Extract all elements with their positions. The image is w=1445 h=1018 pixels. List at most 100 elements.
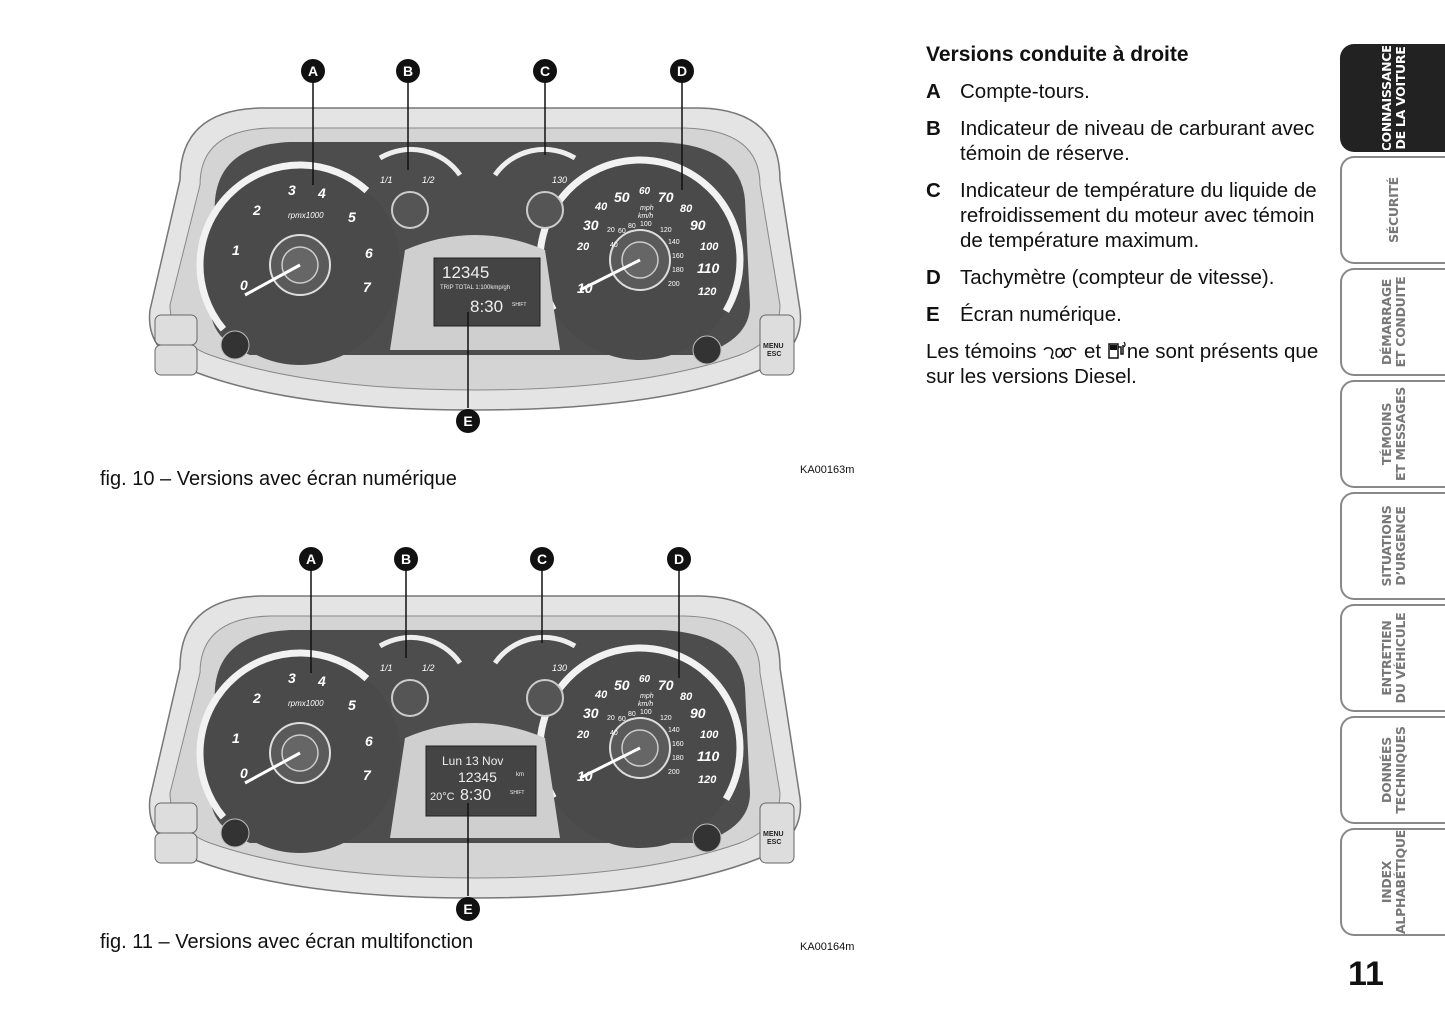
kmh-tick: 20 [607, 715, 615, 722]
callout-C: C [530, 547, 554, 571]
kmh-tick: 160 [672, 741, 684, 748]
fuel-full-label: 1/1 [380, 663, 393, 673]
tab-temoins[interactable]: TÉMOINS ET MESSAGES [1340, 380, 1445, 488]
kmh-tick: 20 [607, 227, 615, 234]
svg-text:C: C [537, 551, 547, 567]
speed-tick: 70 [658, 677, 674, 693]
kmh-tick: 40 [610, 242, 618, 249]
svg-text:D: D [674, 551, 684, 567]
figure-11: 0 1 2 3 4 5 6 7 rpmx1000 1/1 1/2 130 10 … [140, 538, 810, 928]
kmh-tick: 200 [668, 769, 680, 776]
speed-unit-kmh: km/h [638, 701, 653, 708]
callout-E: E [456, 897, 480, 921]
speed-tick: 30 [583, 217, 599, 233]
kmh-tick: 120 [660, 227, 672, 234]
tab-demarrage[interactable]: DÉMARRAGE ET CONDUITE [1340, 268, 1445, 376]
svg-text:D: D [677, 63, 687, 79]
section-title: Versions conduite à droite [926, 43, 1189, 66]
rpm-tick: 4 [317, 673, 326, 689]
display-temperature: 20°C [430, 791, 455, 803]
figure-code: KA00163m [800, 464, 855, 476]
esc-label: ESC [767, 839, 781, 846]
speed-tick: 30 [583, 705, 599, 721]
svg-text:C: C [540, 63, 550, 79]
rpm-tick: 0 [240, 765, 248, 781]
rpm-tick: 2 [252, 690, 261, 706]
callout-B: B [396, 59, 420, 83]
rpm-tick: 4 [317, 185, 326, 201]
rpm-unit: rpmx1000 [288, 211, 324, 220]
speed-tick: 40 [594, 201, 608, 213]
speed-tick: 90 [690, 217, 706, 233]
callout-E: E [456, 409, 480, 433]
callout-C: C [533, 59, 557, 83]
rpm-tick: 3 [288, 182, 296, 198]
display-km-unit: km [516, 772, 524, 778]
kmh-tick: 180 [672, 267, 684, 274]
callout-A: A [299, 547, 323, 571]
tab-situations[interactable]: SITUATIONS D’URGENCE [1340, 492, 1445, 600]
speed-tick: 100 [700, 241, 719, 253]
kmh-tick: 200 [668, 281, 680, 288]
instrument-cluster-illustration: 0 1 2 3 4 5 6 7 rpmx1000 1/1 1/2 130 10 … [148, 59, 802, 433]
callout-D: D [667, 547, 691, 571]
speed-tick: 120 [698, 774, 717, 786]
tab-securite[interactable]: SÉCURITÉ [1340, 156, 1445, 264]
display-trip: TRIP TOTAL 1:100kmp/gh [440, 285, 510, 291]
page-number: 11 [1348, 955, 1384, 993]
tab-entretien[interactable]: ENTRETIEN DU VÉHICULE [1340, 604, 1445, 712]
speed-tick: 80 [680, 203, 693, 215]
rpm-tick: 7 [363, 279, 372, 295]
tab-index[interactable]: INDEX ALPHABÉTIQUE [1340, 828, 1445, 936]
speed-tick: 100 [700, 729, 719, 741]
kmh-tick: 140 [668, 727, 680, 734]
instrument-cluster-illustration: 0 1 2 3 4 5 6 7 rpmx1000 1/1 1/2 130 10 … [148, 547, 802, 921]
speed-tick: 20 [576, 729, 590, 741]
rpm-tick: 6 [365, 733, 373, 749]
speed-unit-mph: mph [640, 205, 654, 212]
callout-A: A [301, 59, 325, 83]
fuel-half-label: 1/2 [422, 175, 435, 185]
speed-tick: 80 [680, 691, 693, 703]
svg-text:A: A [306, 551, 316, 567]
rpm-tick: 1 [232, 242, 240, 258]
figure-caption: fig. 11 – Versions avec écran multifonct… [100, 931, 474, 953]
rpm-tick: 5 [348, 209, 356, 225]
speed-unit-mph: mph [640, 693, 654, 700]
speed-unit-kmh: km/h [638, 213, 653, 220]
chapter-tabs: CONNAISSANCE DE LA VOITURE SÉCURITÉ DÉMA… [1340, 44, 1445, 940]
kmh-tick: 80 [628, 223, 636, 230]
menu-label: MENU [763, 831, 784, 838]
kmh-tick: 80 [628, 711, 636, 718]
speed-tick: 50 [614, 189, 630, 205]
rpm-tick: 3 [288, 670, 296, 686]
speed-tick: 110 [697, 260, 720, 276]
rpm-tick: 1 [232, 730, 240, 746]
rpm-tick: 6 [365, 245, 373, 261]
kmh-tick: 120 [660, 715, 672, 722]
speed-tick: 60 [639, 186, 651, 197]
kmh-tick: 100 [640, 221, 652, 228]
figure-code: KA00164m [800, 941, 855, 953]
display-clock: 8:30 [460, 787, 491, 804]
speed-tick: 60 [639, 674, 651, 685]
esc-label: ESC [767, 351, 781, 358]
display-odometer: 12345 [442, 263, 489, 282]
rpm-unit: rpmx1000 [288, 699, 324, 708]
kmh-tick: 180 [672, 755, 684, 762]
speed-tick: 20 [576, 241, 590, 253]
tab-connaissance[interactable]: CONNAISSANCE DE LA VOITURE [1340, 44, 1445, 152]
kmh-tick: 160 [672, 253, 684, 260]
speed-tick: 110 [697, 748, 720, 764]
temp-max-label: 130 [552, 175, 567, 185]
svg-text:E: E [463, 413, 472, 429]
tab-donnees[interactable]: DONNÉES TECHNIQUES [1340, 716, 1445, 824]
speed-tick: 70 [658, 189, 674, 205]
rpm-tick: 5 [348, 697, 356, 713]
speed-tick: 40 [594, 689, 608, 701]
speed-tick: 10 [577, 768, 593, 784]
